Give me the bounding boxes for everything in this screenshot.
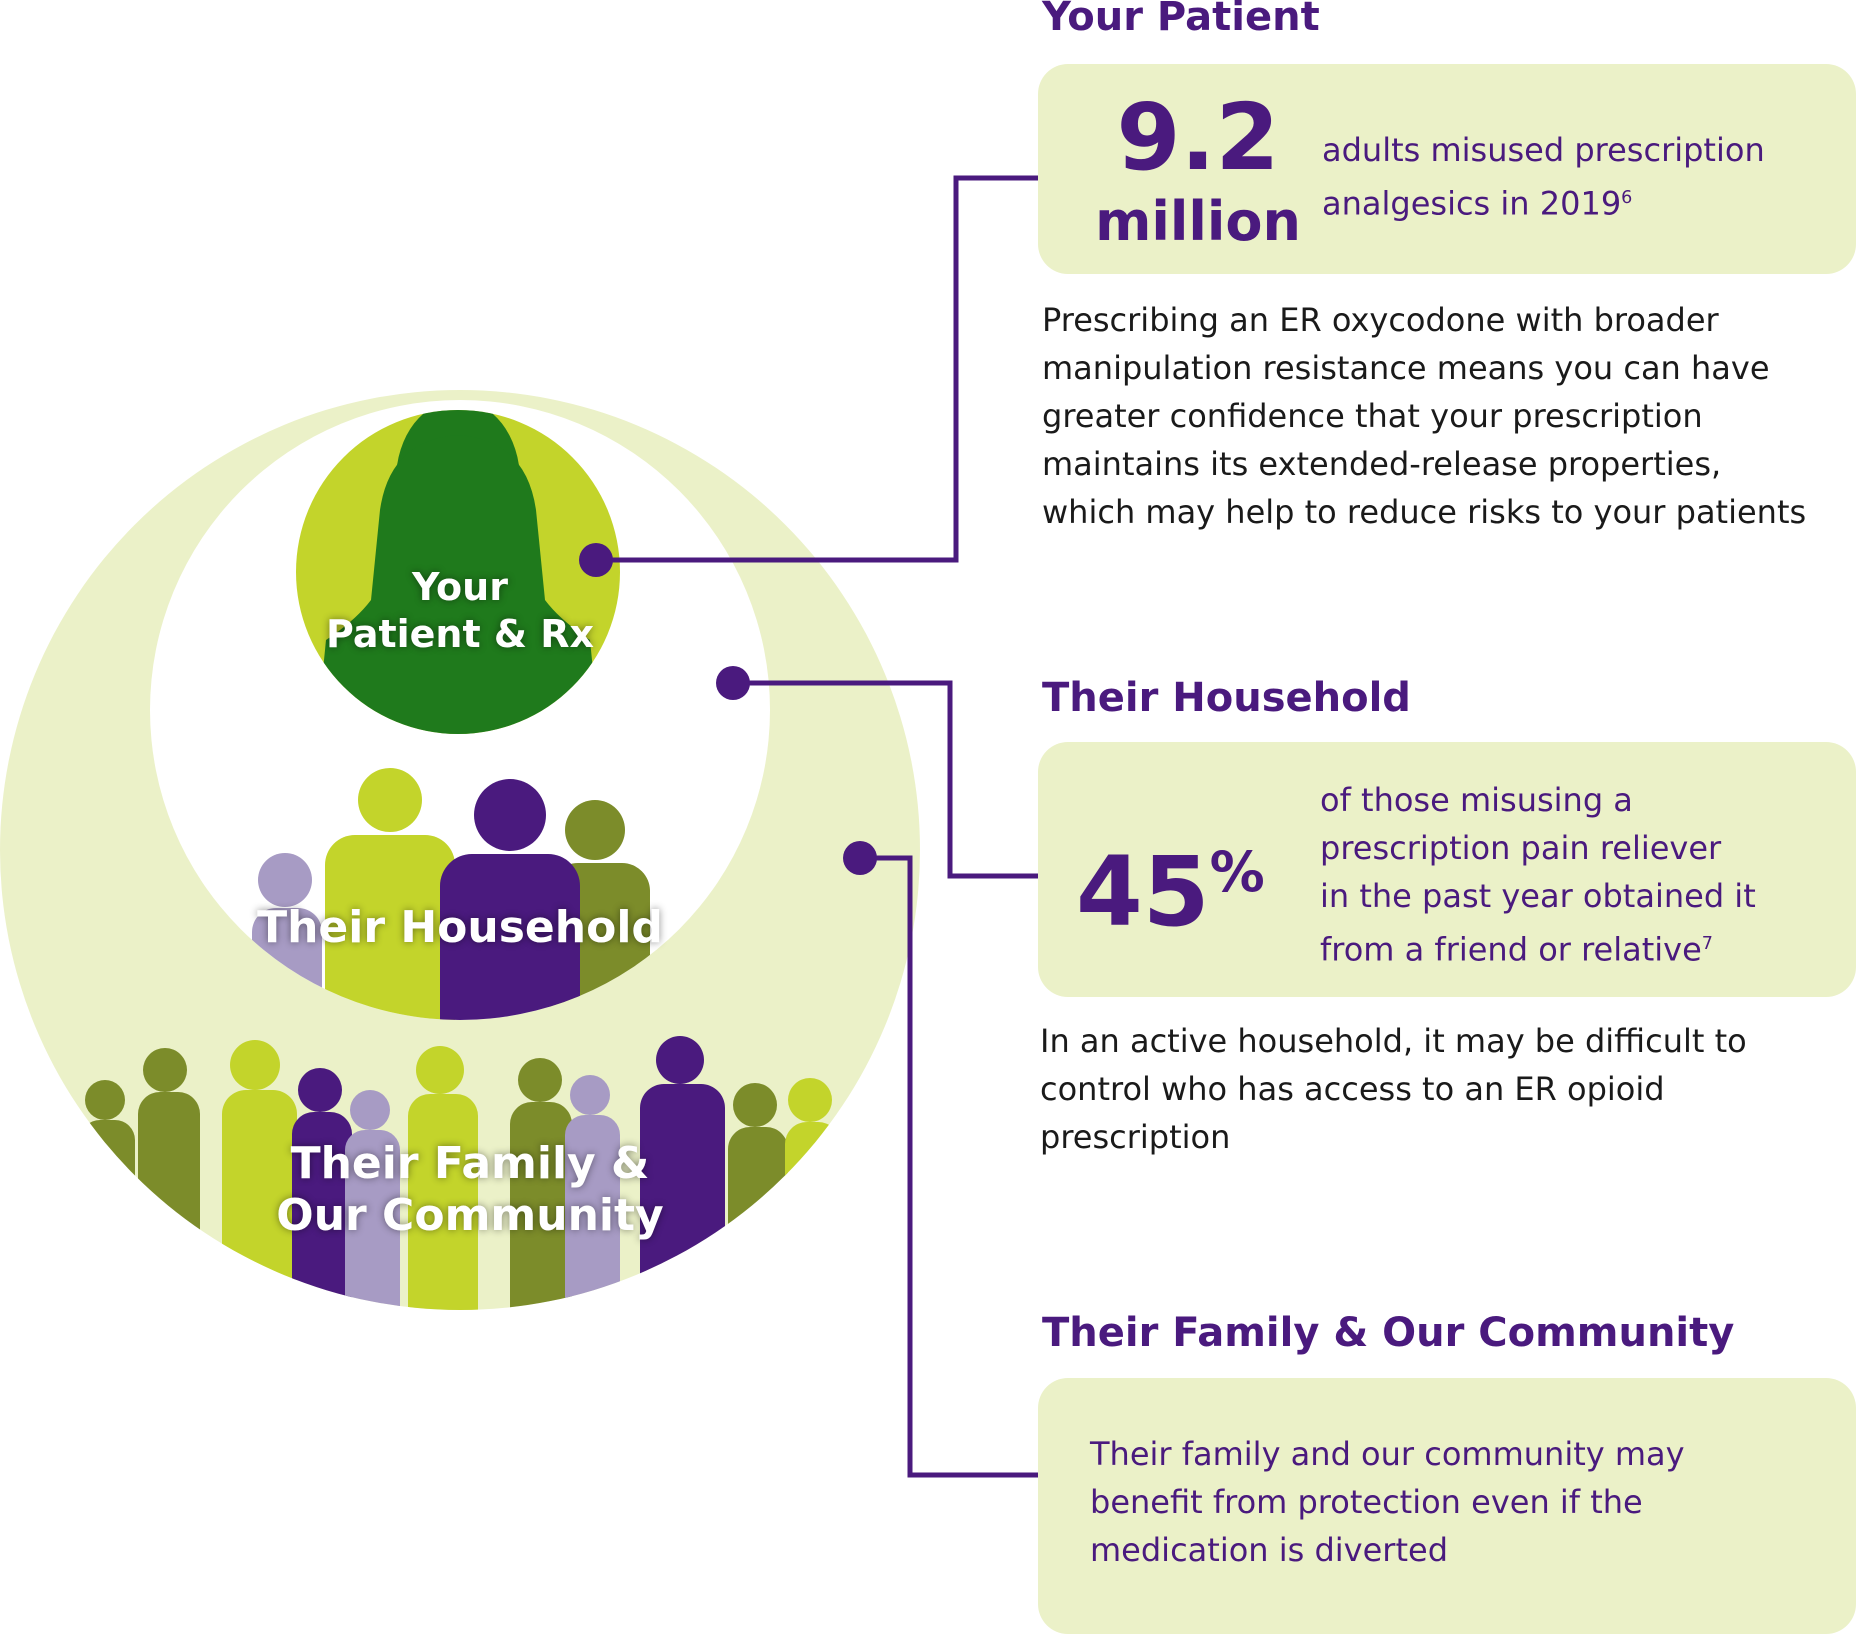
household-body-line: In an active household, it may be diffic… xyxy=(1040,1022,1747,1060)
household-stat-box: 45% of those misusing a prescription pai… xyxy=(1038,742,1856,997)
household-stat-value: 45 xyxy=(1076,836,1210,948)
section-title-household: Their Household xyxy=(1042,675,1411,721)
concentric-diagram xyxy=(0,390,920,1310)
household-circle-label: Their Household xyxy=(257,902,663,953)
patient-body-line: which may help to reduce risks to your p… xyxy=(1042,493,1807,531)
patient-connector-dot xyxy=(579,543,613,577)
household-stat-description: of those misusing a prescription pain re… xyxy=(1320,776,1840,974)
patient-circle-label-line2: Patient & Rx xyxy=(325,612,595,656)
patient-circle-label-line1: Your xyxy=(412,565,508,609)
community-stat-line: Their family and our community may xyxy=(1090,1435,1685,1473)
household-stat-ref: 7 xyxy=(1701,934,1713,954)
community-connector-dot xyxy=(843,841,877,875)
household-body-text: In an active household, it may be diffic… xyxy=(1040,1017,1854,1161)
household-connector xyxy=(733,680,1040,879)
patient-body-line: maintains its extended-release propertie… xyxy=(1042,445,1722,483)
community-circle-label-line2: Our Community xyxy=(276,1190,664,1241)
household-body-line: control who has access to an ER opioid xyxy=(1040,1070,1665,1108)
patient-body-line: manipulation resistance means you can ha… xyxy=(1042,349,1770,387)
patient-stat-box: 9.2 million adults misused prescription … xyxy=(1038,64,1856,274)
community-circle-label-line1: Their Family & xyxy=(290,1138,650,1189)
patient-body-line: greater confidence that your prescriptio… xyxy=(1042,397,1703,435)
community-stat-description: Their family and our community may benef… xyxy=(1090,1430,1830,1574)
patient-stat-ref: 6 xyxy=(1621,188,1633,208)
household-body-line: prescription xyxy=(1040,1118,1231,1156)
community-stat-line: benefit from protection even if the xyxy=(1090,1483,1643,1521)
patient-body-text: Prescribing an ER oxycodone with broader… xyxy=(1042,296,1856,536)
patient-stat-line2-wrap: analgesics in 20196 xyxy=(1322,174,1842,228)
patient-stat-number: 9.2 xyxy=(1116,84,1280,191)
community-connector xyxy=(860,855,1040,1478)
household-stat-line: in the past year obtained it xyxy=(1320,877,1756,915)
household-connector-dot xyxy=(716,666,750,700)
household-stat-line: from a friend or relative xyxy=(1320,930,1702,969)
household-stat-line: prescription pain reliever xyxy=(1320,829,1722,867)
patient-connector xyxy=(596,175,1040,563)
community-stat-line: medication is diverted xyxy=(1090,1531,1448,1569)
section-title-patient: Your Patient xyxy=(1042,0,1320,40)
household-stat-number: 45% xyxy=(1076,824,1316,940)
patient-body-line: Prescribing an ER oxycodone with broader xyxy=(1042,301,1719,339)
household-stat-percent: % xyxy=(1209,840,1265,904)
household-stat-line-last: from a friend or relative7 xyxy=(1320,920,1840,974)
patient-stat-line2: analgesics in 2019 xyxy=(1322,184,1622,223)
patient-stat-line1: adults misused prescription xyxy=(1322,131,1765,169)
patient-stat-unit: million xyxy=(1095,190,1301,253)
household-stat-line: of those misusing a xyxy=(1320,781,1633,819)
patient-silhouette xyxy=(316,410,600,734)
section-title-community: Their Family & Our Community xyxy=(1042,1310,1735,1356)
community-stat-box: Their family and our community may benef… xyxy=(1038,1378,1856,1634)
patient-stat-description: adults misused prescription analgesics i… xyxy=(1322,126,1842,228)
